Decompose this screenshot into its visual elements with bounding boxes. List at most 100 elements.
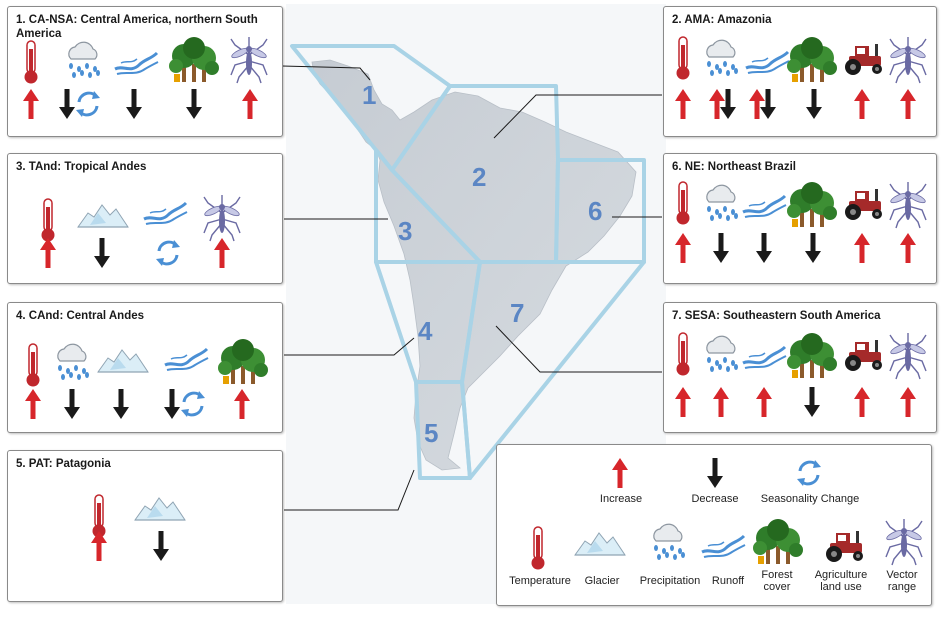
panel-title: 7. SESA: Southeastern South America <box>672 310 881 322</box>
arrow-up-icon <box>675 89 691 124</box>
rain-cloud-icon <box>701 182 741 229</box>
arrow-up-icon <box>709 89 725 124</box>
leader-1 <box>281 65 371 81</box>
arrow-down-icon <box>720 89 736 124</box>
landmass <box>311 59 637 471</box>
panel-region-5: 5. PAT: Patagonia <box>7 450 283 602</box>
panel-title: 1. CA-NSA: Central America, northern Sou… <box>16 14 258 40</box>
arrow-up-icon <box>25 389 41 424</box>
legend-runoff-label: Runoff <box>711 575 745 587</box>
arrow-down-icon <box>164 389 180 424</box>
region-7-outline <box>460 260 646 480</box>
cycle-icon <box>794 458 824 493</box>
river-icon <box>113 47 159 82</box>
arrow-up-icon <box>854 233 870 268</box>
tree-icon <box>217 338 269 391</box>
arrow-up-icon <box>214 238 230 273</box>
arrow-down-icon <box>186 89 202 124</box>
tractor-icon <box>839 336 885 377</box>
legend-forest-label: Forest cover <box>761 569 793 593</box>
thermometer-icon <box>22 342 44 393</box>
region-number-3: 3 <box>398 216 413 246</box>
rain-cloud-icon <box>648 521 688 568</box>
legend-seasonality-label: Seasonality Change <box>760 493 860 505</box>
leader-7 <box>495 325 662 373</box>
tractor-icon <box>820 527 866 568</box>
region-number-7: 7 <box>510 298 525 328</box>
arrow-down-icon <box>64 389 80 424</box>
mosquito-icon <box>888 180 928 235</box>
panel-title: 4. CAnd: Central Andes <box>16 310 145 322</box>
legend-increase-label: Increase <box>599 493 643 505</box>
cycle-icon <box>153 238 183 273</box>
legend-precipitation-label: Precipitation <box>639 575 701 587</box>
thermometer-icon <box>37 197 59 248</box>
region-number-6: 6 <box>588 196 603 226</box>
thermometer-icon <box>672 180 694 231</box>
tree-icon <box>786 332 838 385</box>
thermometer-icon <box>527 525 549 576</box>
arrow-down-icon <box>713 233 729 268</box>
arrow-down-icon <box>756 233 772 268</box>
region-number-1: 1 <box>362 80 377 110</box>
arrow-down-icon <box>59 89 75 124</box>
arrow-up-icon <box>40 238 56 273</box>
cycle-icon <box>73 89 103 124</box>
arrow-up-icon <box>91 531 107 566</box>
river-icon <box>142 197 188 232</box>
arrow-up-icon <box>854 89 870 124</box>
rain-cloud-icon <box>701 333 741 380</box>
leader-lines <box>281 65 662 511</box>
arrow-up-icon <box>854 387 870 422</box>
legend-agriculture-label: Agriculture land use <box>814 569 868 593</box>
legend-glacier-label: Glacier <box>584 575 620 587</box>
leader-5 <box>284 469 415 511</box>
legend-temperature-label: Temperature <box>509 575 571 587</box>
tractor-icon <box>839 40 885 81</box>
region-outlines <box>290 44 646 480</box>
tree-icon <box>786 181 838 234</box>
rain-cloud-icon <box>63 39 103 86</box>
mosquito-icon <box>884 517 924 572</box>
arrow-down-icon <box>806 89 822 124</box>
arrow-up-icon <box>756 387 772 422</box>
arrow-up-icon <box>675 233 691 268</box>
leader-2 <box>493 94 662 139</box>
panel-title: 2. AMA: Amazonia <box>672 14 772 26</box>
arrow-up-icon <box>242 89 258 124</box>
glacier-icon <box>76 199 130 236</box>
mosquito-icon <box>888 35 928 90</box>
arrow-down-icon <box>153 531 169 566</box>
region-number-2: 2 <box>472 162 487 192</box>
arrow-down-icon <box>707 458 723 493</box>
arrow-up-icon <box>900 233 916 268</box>
river-icon <box>744 46 790 81</box>
region-number-5: 5 <box>424 418 439 448</box>
panel-title: 6. NE: Northeast Brazil <box>672 161 796 173</box>
arrow-up-icon <box>234 389 250 424</box>
thermometer-icon <box>20 39 42 90</box>
arrow-up-icon <box>612 458 628 493</box>
glacier-icon <box>96 344 150 381</box>
glacier-icon <box>573 527 627 564</box>
arrow-up-icon <box>713 387 729 422</box>
panel-region-1: 1. CA-NSA: Central America, northern Sou… <box>7 6 283 137</box>
thermometer-icon <box>672 35 694 86</box>
leader-4 <box>284 337 415 356</box>
panel-title: 3. TAnd: Tropical Andes <box>16 161 147 173</box>
arrow-down-icon <box>760 89 776 124</box>
arrow-up-icon <box>749 89 765 124</box>
region-number-4: 4 <box>418 316 433 346</box>
rain-cloud-icon <box>701 37 741 84</box>
arrow-down-icon <box>804 387 820 422</box>
thermometer-icon <box>88 493 110 544</box>
arrow-up-icon <box>23 89 39 124</box>
mosquito-icon <box>202 193 242 248</box>
legend-vector-label: Vector range <box>886 569 918 593</box>
tractor-icon <box>839 185 885 226</box>
arrow-down-icon <box>126 89 142 124</box>
arrow-down-icon <box>94 238 110 273</box>
panel-title: 5. PAT: Patagonia <box>16 458 111 470</box>
thermometer-icon <box>672 331 694 382</box>
